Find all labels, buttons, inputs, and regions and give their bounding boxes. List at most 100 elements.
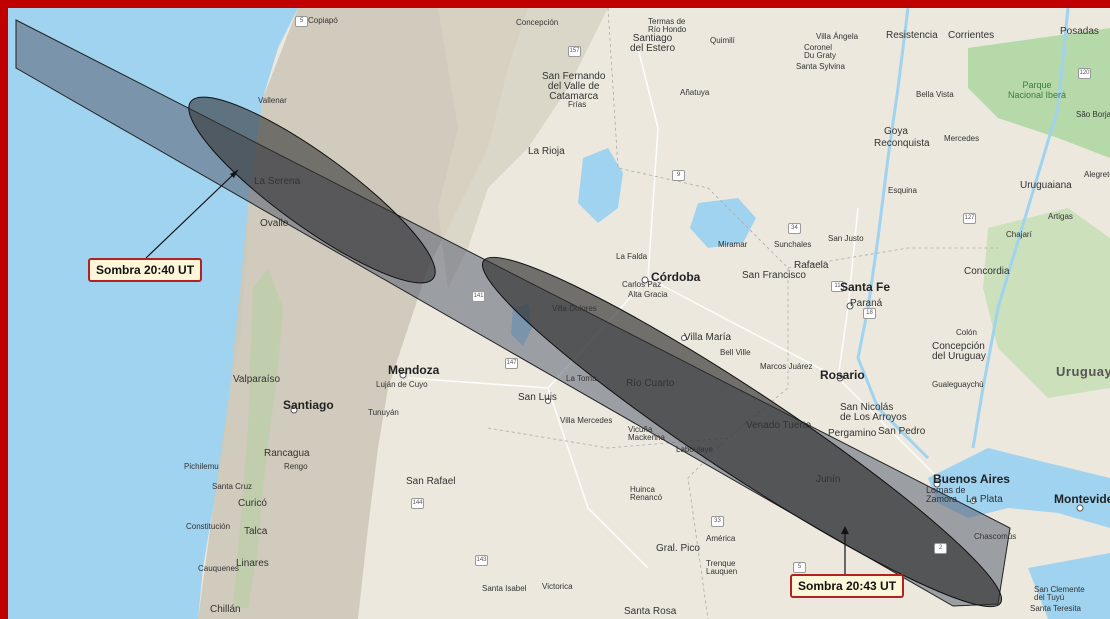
city-label-tunuyan: Tunuyán [368, 408, 399, 417]
city-label-parana: Paraná [850, 298, 883, 309]
route-shield: 143 [475, 555, 488, 566]
city-label-concordia: Concordia [964, 266, 1010, 277]
city-dots [290, 276, 1084, 512]
city-label-artigas: Artigas [1048, 212, 1073, 221]
city-label-villa-maria: Villa María [684, 332, 732, 343]
central-valley [233, 268, 283, 608]
city-label-victorica: Victorica [542, 582, 573, 591]
city-label-goya: Goya [884, 126, 908, 137]
city-label-constitucion: Constitución [186, 522, 231, 531]
city-label-villa-angela: Villa Ángela [816, 32, 859, 41]
callout-arrow-2040 [145, 169, 239, 259]
city-label-uruguaiana: Uruguaiana [1020, 180, 1072, 191]
uruguay-river [971, 8, 1070, 449]
city-label-concepcion-uruguay: Concepción del Uruguay [932, 341, 986, 362]
city-label-bell-ville: Bell Ville [720, 348, 751, 357]
map-canvas[interactable]: 5 157 9 34 11 18 141 147 144 143 33 5 2 … [8, 8, 1110, 619]
route-shield: 127 [963, 213, 976, 224]
route-shield: 5 [793, 562, 806, 573]
city-label-la-rioja: La Rioja [528, 146, 565, 157]
city-label-alta-gracia: Alta Gracia [628, 290, 668, 299]
city-label-america: América [706, 534, 736, 543]
city-label-san-francisco: San Francisco [742, 270, 806, 281]
city-label-gral-pico: Gral. Pico [656, 543, 700, 554]
city-label-santa-isabel: Santa Isabel [482, 584, 527, 593]
city-label-ovalle: Ovalle [260, 218, 289, 229]
rio-de-la-plata [928, 448, 1110, 528]
city-label-huinca-renanco: Huinca Renancó [630, 485, 663, 502]
province-borders [487, 8, 998, 619]
city-label-catamarca: San Fernando del Valle de Catamarca [542, 71, 606, 102]
city-label-junin: Junín [816, 474, 841, 485]
callout-arrowhead-2043 [841, 526, 849, 534]
city-label-villa-mercedes: Villa Mercedes [560, 416, 613, 425]
city-label-pichilemu: Pichilemu [184, 462, 219, 471]
city-label-vicuna-mackenna: Vicuña Mackenna [628, 425, 665, 442]
route-shield: 5 [295, 16, 308, 27]
parana-river [856, 8, 930, 460]
city-label-gualeguaychu: Gualeguaychú [932, 380, 984, 389]
city-label-san-clemente: San Clemente del Tuyú [1034, 585, 1085, 602]
city-label-montevideo: Montevideo [1054, 492, 1110, 506]
city-label-quimili: Quimilí [710, 36, 735, 45]
map-svg [8, 8, 1110, 619]
city-label-copiapo: Copiapó [308, 16, 338, 25]
city-label-colon: Colón [956, 328, 977, 337]
city-label-venado-tuerto: Venado Tuerto [746, 420, 812, 431]
city-label-pergamino: Pergamino [828, 428, 877, 439]
city-label-chascomus: Chascomús [974, 532, 1017, 541]
city-label-sunchales: Sunchales [774, 240, 812, 249]
city-label-reconquista: Reconquista [874, 138, 930, 149]
city-label-chajari: Chajarí [1006, 230, 1032, 239]
city-label-cordoba: Córdoba [651, 270, 701, 284]
route-shield: 2 [934, 543, 947, 554]
city-label-santiago-estero: Santiago del Estero [630, 33, 676, 54]
city-label-carlos-paz: Carlos Paz [622, 280, 662, 289]
city-label-mercedes: Mercedes [944, 134, 980, 143]
city-label-santa-teresita: Santa Teresita [1030, 604, 1081, 613]
route-shield: 120 [1078, 68, 1091, 79]
city-label-buenos-aires: Buenos Aires [933, 472, 1010, 486]
city-label-la-falda: La Falda [616, 252, 648, 261]
city-label-san-pedro: San Pedro [878, 426, 926, 437]
city-label-esquina: Esquina [888, 186, 917, 195]
city-label-curico: Curicó [238, 498, 267, 509]
route-shield: 141 [472, 291, 485, 302]
city-label-mendoza: Mendoza [388, 363, 440, 377]
callout-shadow-2043: Sombra 20:43 UT [790, 574, 905, 598]
city-label-rosario: Rosario [820, 368, 865, 382]
city-label-bella-vista: Bella Vista [916, 90, 954, 99]
city-label-linares: Linares [236, 558, 269, 569]
city-label-sao-borja: São Borja [1076, 110, 1110, 119]
route-shield: 144 [411, 498, 424, 509]
route-shield: 11 [831, 281, 844, 292]
city-label-termas: Termas de Río Hondo [648, 17, 687, 34]
city-label-trenque-lauquen: Trenque Lauquen [706, 559, 738, 576]
city-label-rengo: Rengo [284, 462, 308, 471]
shadow-ellipse-2040 [188, 96, 436, 284]
city-label-lomas-zamora: Lomas de Zamora [926, 485, 966, 504]
city-label-corrientes: Corrientes [948, 30, 995, 41]
callout-arrowhead-2040 [230, 170, 238, 178]
pampean-ranges [438, 8, 608, 288]
city-label-resistencia: Resistencia [886, 30, 938, 41]
route-shield: 9 [672, 170, 685, 181]
city-label-rancagua: Rancagua [264, 448, 310, 459]
city-label-vallenar: Vallenar [258, 96, 287, 105]
city-label-aniatuya: Añatuya [680, 88, 710, 97]
city-label-chillan: Chillán [210, 604, 241, 615]
city-label-santa-sylvina: Santa Sylvina [796, 62, 845, 71]
city-label-frias: Frías [568, 100, 587, 109]
city-label-concepcion-tuc: Concepción [516, 18, 559, 27]
city-label-posadas: Posadas [1060, 26, 1099, 37]
route-shield: 157 [568, 46, 581, 57]
city-label-san-luis: San Luis [518, 392, 557, 403]
route-shield: 147 [505, 358, 518, 369]
city-label-la-plata: La Plata [966, 494, 1003, 505]
city-label-valparaiso: Valparaíso [233, 374, 281, 385]
city-label-talca: Talca [244, 526, 268, 537]
route-shield: 18 [863, 308, 876, 319]
city-label-coronel-du-graty: Coronel Du Graty [804, 43, 837, 60]
city-label-rafaela: Rafaela [794, 260, 829, 271]
